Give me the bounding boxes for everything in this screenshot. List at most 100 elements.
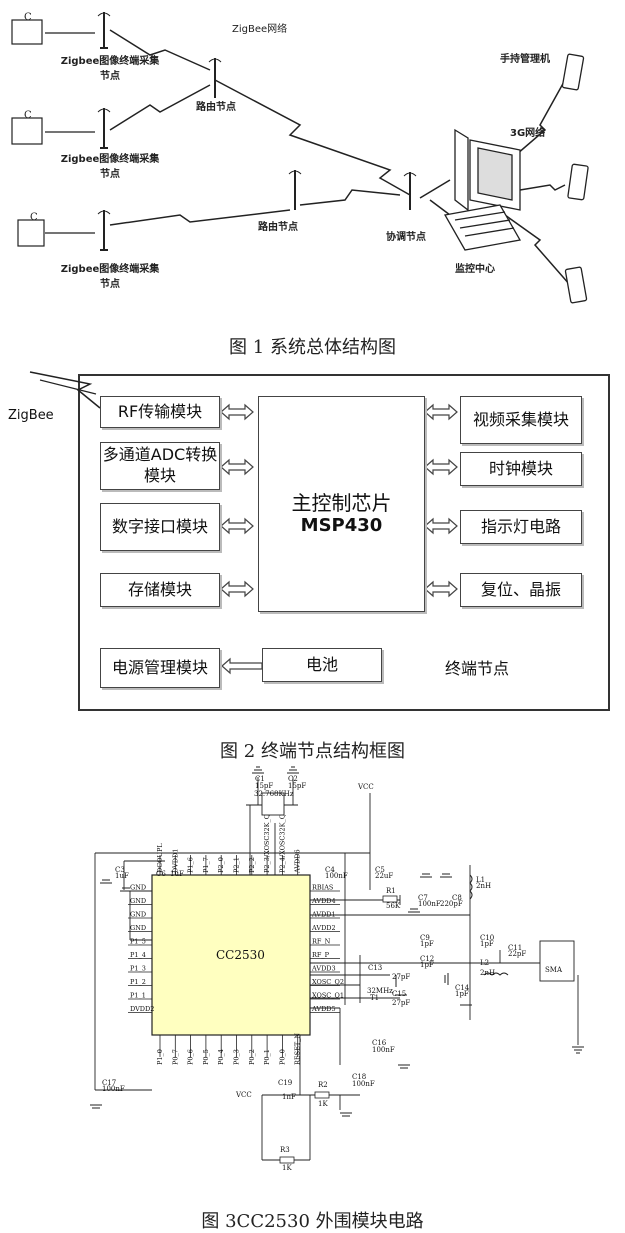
clock-module: 时钟模块 <box>460 452 582 486</box>
pin-label: XOSC_Q2 <box>312 978 344 986</box>
mcu-title: 主控制芯片 <box>291 491 392 515</box>
svg-text:27pF: 27pF <box>392 999 410 1007</box>
svg-text:C19: C19 <box>278 1079 292 1087</box>
svg-text:32.768KHz: 32.768KHz <box>254 790 294 798</box>
svg-text:L2: L2 <box>480 959 489 967</box>
terminal-node-label: Zigbee图像终端采集节点 <box>60 154 160 180</box>
pin-label: P1_0 <box>156 1049 164 1065</box>
svg-text:L1: L1 <box>476 876 485 884</box>
svg-text:R1: R1 <box>386 887 396 895</box>
video-capture-module: 视频采集模块 <box>460 396 582 444</box>
ground-icon <box>90 766 584 1117</box>
svg-text:R3: R3 <box>280 1146 290 1154</box>
chip-name: CC2530 <box>216 948 265 962</box>
svg-text:27pF: 27pF <box>392 973 410 981</box>
inductor-l2 <box>483 972 509 976</box>
pin-label: P1_2 <box>130 978 146 986</box>
svg-text:C14: C14 <box>455 984 470 992</box>
pin-label: P0_2 <box>248 1049 256 1065</box>
pin-label: AVDD4 <box>311 897 336 905</box>
pin-label: P1_7 <box>202 857 210 873</box>
pin-label: P2_4/XOSC32K_Q1 <box>278 810 286 873</box>
pin-label: P1_3 <box>130 965 146 973</box>
terminal-node-frame <box>78 374 610 711</box>
inductor-l1 <box>469 874 473 900</box>
pin-label: P1_5 <box>130 938 146 946</box>
resistor-r3 <box>279 1156 295 1164</box>
coordinator-node-label: 协调节点 <box>386 232 426 243</box>
pin-label: RF_N <box>312 938 331 946</box>
svg-text:C8: C8 <box>452 894 462 902</box>
c1-label: C1 <box>255 775 265 783</box>
svg-text:C2: C2 <box>288 775 298 783</box>
svg-text:R2: R2 <box>318 1081 328 1089</box>
pin-label: GND <box>130 924 146 932</box>
pin-label: DVDD1 <box>171 849 179 873</box>
figure-3-caption: 图 3CC2530 外围模块电路 <box>201 1211 424 1232</box>
pin-label: P0_7 <box>171 1049 179 1065</box>
pin-label: RBIAS <box>312 884 333 892</box>
pin-label: P0_1 <box>263 1049 271 1065</box>
svg-text:1pF: 1pF <box>420 940 434 948</box>
svg-text:1uF: 1uF <box>170 870 184 878</box>
terminal-node-label: Zigbee图像终端采集节点 <box>60 56 160 82</box>
battery-block: 电池 <box>262 648 382 682</box>
pin-label: P2_3/XOSC32K_Q2 <box>263 810 271 873</box>
antenna-icon <box>100 12 411 251</box>
mcu-block: 主控制芯片 MSP430 <box>258 396 425 612</box>
svg-text:C17: C17 <box>102 1079 116 1087</box>
svg-text:1uF: 1uF <box>115 872 129 880</box>
svg-text:C: C <box>24 12 32 23</box>
digital-interface-module: 数字接口模块 <box>100 503 220 551</box>
power-management-module: 电源管理模块 <box>100 648 220 688</box>
svg-text:C16: C16 <box>372 1039 387 1047</box>
svg-text:15pF: 15pF <box>288 782 306 790</box>
indicator-circuit: 指示灯电路 <box>460 510 582 544</box>
pin-label: GND <box>130 884 146 892</box>
block-diagram-arrows <box>29 371 458 675</box>
svg-text:2nH: 2nH <box>476 882 491 890</box>
pin-label: AVDD3 <box>311 965 336 973</box>
handheld-label: 手持管理机 <box>500 54 550 65</box>
pin-label: AVDD2 <box>311 924 336 932</box>
resistor-r2 <box>314 1091 330 1099</box>
figure-1-caption: 图 1 系统总体结构图 <box>229 337 396 358</box>
pin-label: XOSC_Q1 <box>312 992 344 1000</box>
svg-text:100nF: 100nF <box>325 872 348 880</box>
storage-module: 存储模块 <box>100 573 220 607</box>
svg-text:C10: C10 <box>480 934 494 942</box>
router-node-label: 路由节点 <box>258 222 298 233</box>
pin-label: AVDD6 <box>294 849 302 874</box>
svg-text:2nH: 2nH <box>480 969 495 977</box>
pin-label: AVDD5 <box>311 1005 336 1013</box>
pin-label: P0_5 <box>202 1049 210 1065</box>
pin-label: RESET_N <box>294 1033 302 1065</box>
double-arrow-icon <box>220 403 458 675</box>
svg-text:1nF: 1nF <box>282 1093 296 1101</box>
camera-icon <box>11 19 45 247</box>
system-architecture-diagram: C C C <box>11 12 589 304</box>
router-node-label: 路由节点 <box>196 102 236 113</box>
sma-connector <box>539 940 575 982</box>
svg-text:SMA: SMA <box>545 966 563 974</box>
svg-text:C: C <box>30 212 38 223</box>
pin-label: P0_6 <box>187 1049 195 1065</box>
svg-text:100nF: 100nF <box>352 1080 375 1088</box>
pin-label: P1_6 <box>187 857 195 873</box>
svg-text:C6: C6 <box>156 870 166 878</box>
zigbee-label: ZigBee <box>8 408 54 423</box>
pin-label: P0_4 <box>217 1049 225 1065</box>
vcc-label: VCC <box>235 1091 252 1099</box>
svg-text:C15: C15 <box>392 990 406 998</box>
svg-text:C5: C5 <box>375 866 385 874</box>
terminal-node-label: Zigbee图像终端采集节点 <box>60 264 160 290</box>
pin-label: RF_P <box>312 951 330 959</box>
pin-label: P0_3 <box>233 1049 241 1065</box>
svg-text:56K: 56K <box>386 902 401 910</box>
pin-label: P1_4 <box>130 951 146 959</box>
svg-text:100nF: 100nF <box>102 1085 125 1093</box>
cc2530-circuit: GNDGNDGNDGNDP1_5P1_4P1_3P1_2P1_1DVDD2RBI… <box>90 766 584 1172</box>
resistor-r1 <box>382 895 398 903</box>
network-3g-label: 3G网络 <box>510 128 546 139</box>
svg-text:1pF: 1pF <box>480 940 494 948</box>
